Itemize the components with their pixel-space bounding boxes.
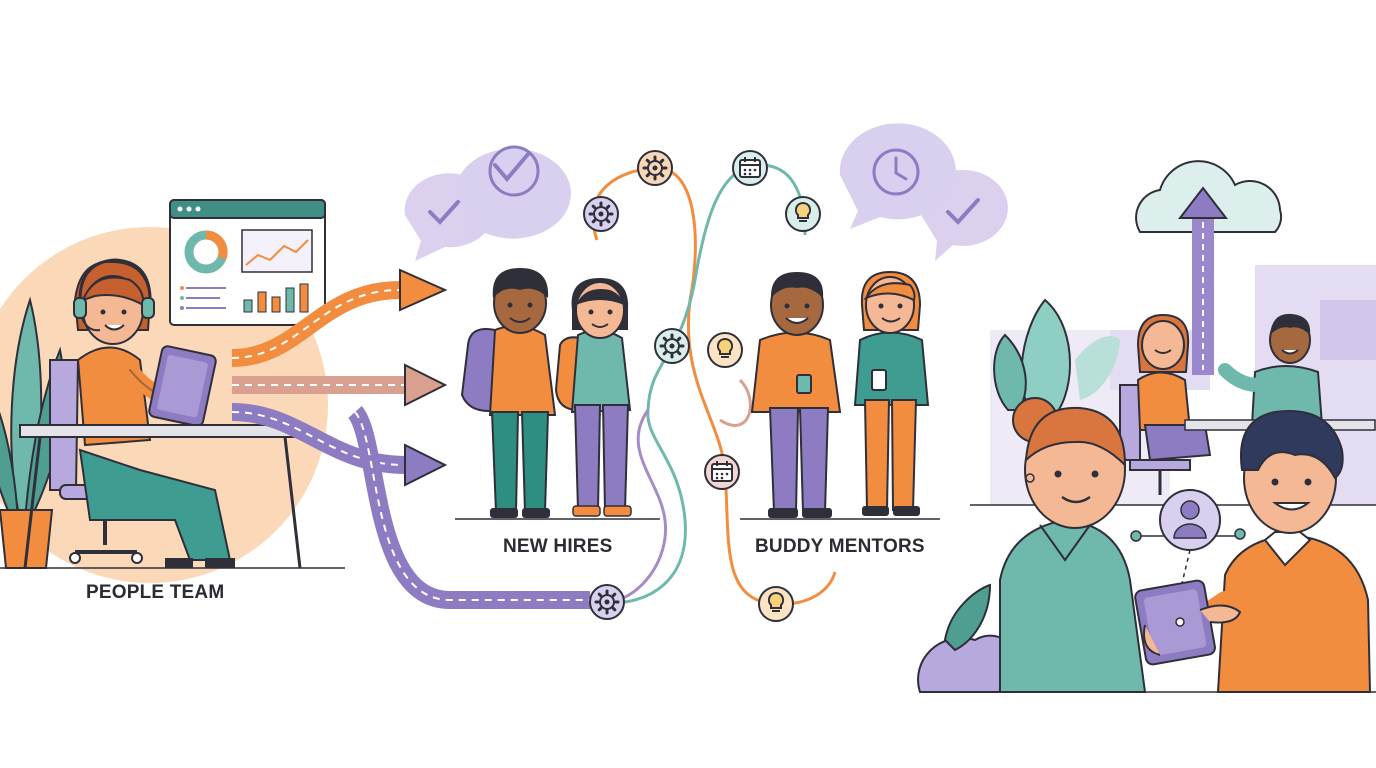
mentor-2 bbox=[853, 270, 930, 516]
check-icon bbox=[488, 145, 540, 197]
user-icon bbox=[1159, 489, 1221, 551]
buddy-mentors-group bbox=[740, 270, 940, 520]
people-team-label: PEOPLE TEAM bbox=[86, 582, 225, 603]
mentor-1 bbox=[750, 272, 842, 518]
new-hires-label: NEW HIRES bbox=[503, 536, 613, 557]
new-hire-2 bbox=[554, 278, 632, 517]
flow-arrows bbox=[231, 268, 590, 609]
man-foreground bbox=[1201, 410, 1372, 693]
gear-icon bbox=[654, 328, 690, 364]
people-team-group bbox=[0, 199, 345, 583]
check-icon bbox=[428, 200, 460, 225]
speech-bubbles-right bbox=[839, 123, 1008, 261]
tree bbox=[993, 298, 1120, 421]
upload-arrow-icon bbox=[1177, 186, 1229, 375]
new-hires-group bbox=[455, 268, 660, 520]
journey-paths bbox=[583, 150, 837, 622]
speech-bubbles-left bbox=[404, 145, 571, 261]
new-hire-1 bbox=[460, 268, 557, 518]
gear-icon bbox=[637, 150, 673, 186]
office-scene bbox=[917, 160, 1376, 693]
tablet bbox=[148, 345, 217, 427]
check-icon bbox=[946, 198, 980, 225]
calendar-icon bbox=[732, 150, 768, 186]
lightbulb-icon bbox=[707, 332, 743, 368]
woman-foreground bbox=[999, 397, 1147, 693]
tablet-foreground bbox=[1134, 579, 1242, 666]
clock-icon bbox=[872, 148, 920, 196]
dashboard-window bbox=[169, 199, 326, 326]
seated-colleague-2 bbox=[1218, 313, 1324, 426]
gear-icon bbox=[583, 196, 619, 232]
gear-icon bbox=[589, 584, 625, 620]
plant-right bbox=[943, 583, 992, 652]
lightbulb-icon bbox=[785, 196, 821, 232]
buddy-mentors-label: BUDDY MENTORS bbox=[755, 536, 925, 557]
lightbulb-icon bbox=[758, 586, 794, 622]
calendar-icon bbox=[704, 454, 740, 490]
